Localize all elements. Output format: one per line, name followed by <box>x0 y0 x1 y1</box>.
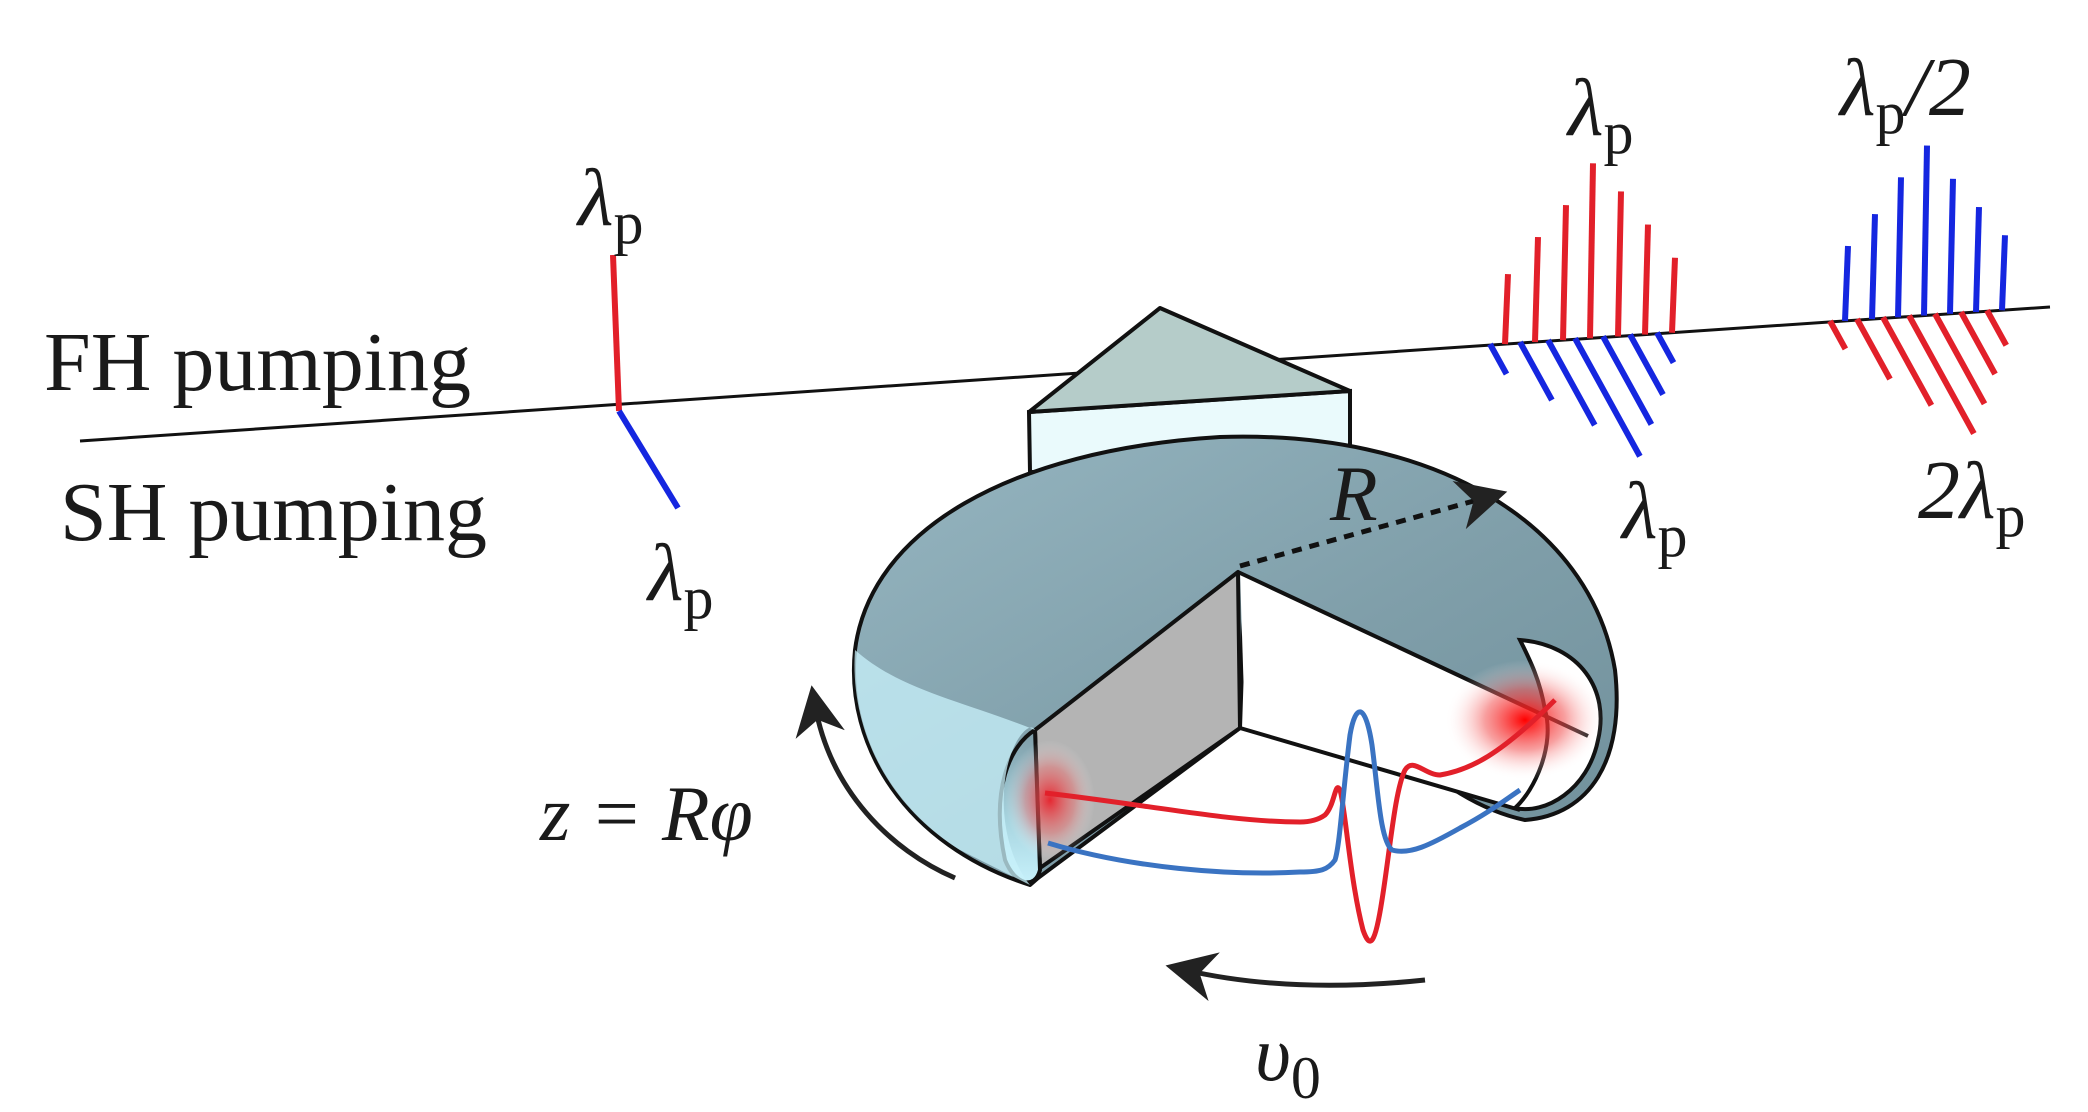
sh-comb-up-line <box>1895 177 1904 318</box>
fh-comb-up-line <box>1669 257 1678 333</box>
lambda-p-sh-right: λp <box>1620 465 1688 569</box>
fh-comb-down-line <box>1487 342 1510 376</box>
fh-comb-up-line <box>1587 163 1596 339</box>
sh-field-curve <box>1047 709 1522 876</box>
fh-spectrum <box>1487 163 1678 458</box>
v0-arrow <box>1165 952 1426 1002</box>
fh-comb-down-line <box>1572 336 1643 458</box>
z-arrow <box>795 685 956 881</box>
sh-comb-up-line <box>1973 206 1982 313</box>
sh-comb-up-line <box>1947 178 1956 314</box>
fh-pump-line <box>610 254 622 412</box>
radius-label: R <box>1329 450 1378 537</box>
fh-comb-up-line <box>1502 273 1511 345</box>
sh-comb-up-line <box>1842 245 1851 322</box>
sh-pumping-label: SH pumping <box>60 466 487 559</box>
fh-field-curve <box>1044 698 1557 944</box>
z-equation-label: z = Rφ <box>539 770 753 857</box>
fh-comb-up-line <box>1532 236 1541 343</box>
sh-comb-up-line <box>1921 145 1930 316</box>
field-glow-left <box>1005 740 1095 860</box>
fh-comb-up-line <box>1560 205 1569 341</box>
sh-comb-down-line <box>1880 315 1935 407</box>
two-lambda-p: 2λp <box>1918 444 2026 549</box>
fh-comb-up-line <box>1642 224 1651 335</box>
sh-comb-up-line <box>1869 214 1878 320</box>
sh-comb-down-line <box>1827 319 1849 351</box>
v0-label: υ0 <box>1255 1010 1321 1107</box>
sh-comb-down-line <box>1854 317 1893 381</box>
fh-pumping-label: FH pumping <box>44 316 471 409</box>
lambda-p-fh-left: λp <box>576 152 644 256</box>
fh-comb-up-line <box>1615 191 1624 337</box>
sh-comb-down-line <box>1984 308 2009 347</box>
fh-comb-down-line <box>1517 340 1555 402</box>
fh-comb-down-line <box>1600 334 1655 426</box>
pumping-axis-line <box>79 305 2051 443</box>
lambda-p-fh-right: λp <box>1566 62 1634 166</box>
field-glow-right <box>1445 660 1605 780</box>
lambda-p-sh-left: λp <box>646 527 714 631</box>
sh-comb-down-line <box>1906 314 1977 436</box>
sh-pump-line <box>616 409 681 510</box>
sh-comb-up-line <box>1999 235 2008 311</box>
fh-comb-down-line <box>1654 331 1677 365</box>
fh-comb-down-line <box>1545 338 1598 427</box>
radius-arrow <box>1239 480 1508 569</box>
sh-comb-down-line <box>1958 310 1998 376</box>
sh-spectrum <box>1827 145 2009 436</box>
fh-comb-down-line <box>1627 333 1666 396</box>
lambda-p-half: λp/2 <box>1838 41 1971 146</box>
sh-comb-down-line <box>1932 312 1988 406</box>
